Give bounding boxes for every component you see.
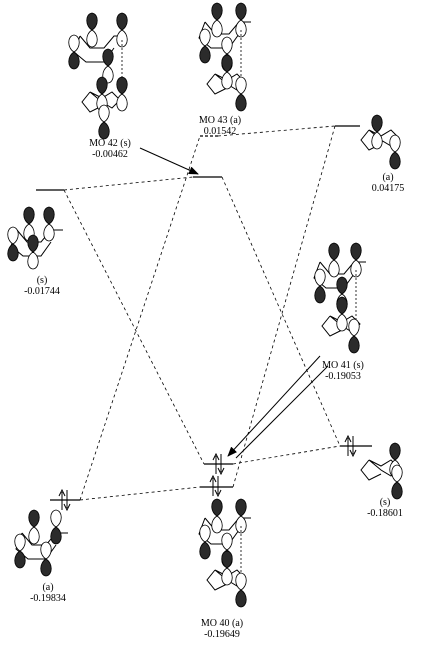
- frag-s-right-energy: -0.18601: [367, 508, 403, 519]
- pointer-arrow-mo41-a: [227, 355, 321, 457]
- frag-s-right-orbital-drawing: [360, 442, 403, 500]
- frag-a-left-orbital-drawing: [14, 509, 69, 577]
- frag-s-left-name: (s): [36, 275, 48, 286]
- electron-pair-mo41: [212, 452, 225, 476]
- pointer-arrow-mo42: [139, 147, 199, 175]
- frag-a-left-energy: -0.19834: [30, 593, 66, 604]
- electron-pair-frag-s-right: [344, 434, 357, 458]
- mo43-name: MO 43 (a): [198, 115, 242, 126]
- mo42-energy: -0.00462: [92, 149, 128, 160]
- mo42-name: MO 42 (s): [89, 138, 131, 149]
- mo40-name: MO 40 (a): [200, 618, 244, 629]
- frag-a-right-label: (a) 0.04175: [372, 172, 405, 194]
- frag-s-left-orbital-drawing: [7, 206, 64, 270]
- frag-a-left-label: (a) -0.19834: [30, 582, 66, 604]
- mo42-label: MO 42 (s) -0.00462: [89, 138, 131, 160]
- frag-a-right-name: (a): [382, 172, 394, 183]
- frag-s-left-label: (s) -0.01744: [24, 275, 60, 297]
- electron-pair-mo40: [209, 474, 222, 498]
- mo41-orbital-drawing: [313, 242, 367, 354]
- electron-pair-frag-a-left: [58, 488, 71, 512]
- frag-s-left-energy: -0.01744: [24, 286, 60, 297]
- frag-s-right-name: (s): [379, 497, 391, 508]
- correlation-lines: [63, 125, 341, 501]
- mo43-energy: 0.01542: [203, 126, 237, 137]
- frag-a-left-name: (a): [42, 582, 54, 593]
- frag-a-right-orbital-drawing: [360, 114, 401, 170]
- mo40-label: MO 40 (a) -0.19649: [201, 618, 243, 640]
- mo42-orbital-drawing: [68, 12, 128, 140]
- mo41-energy: -0.19053: [325, 371, 361, 382]
- frag-s-right-label: (s) -0.18601: [367, 497, 403, 519]
- mo43-orbital-drawing: [198, 2, 252, 112]
- mo40-energy: -0.19649: [204, 629, 240, 640]
- mo41-name: MO 41 (s): [322, 360, 364, 371]
- pointer-arrow-mo41-b: [235, 365, 329, 459]
- mo40-orbital-drawing: [198, 498, 252, 608]
- frag-a-right-energy: 0.04175: [371, 183, 405, 194]
- mo43-label: MO 43 (a) 0.01542: [199, 115, 241, 137]
- mo41-label: MO 41 (s) -0.19053: [322, 360, 364, 382]
